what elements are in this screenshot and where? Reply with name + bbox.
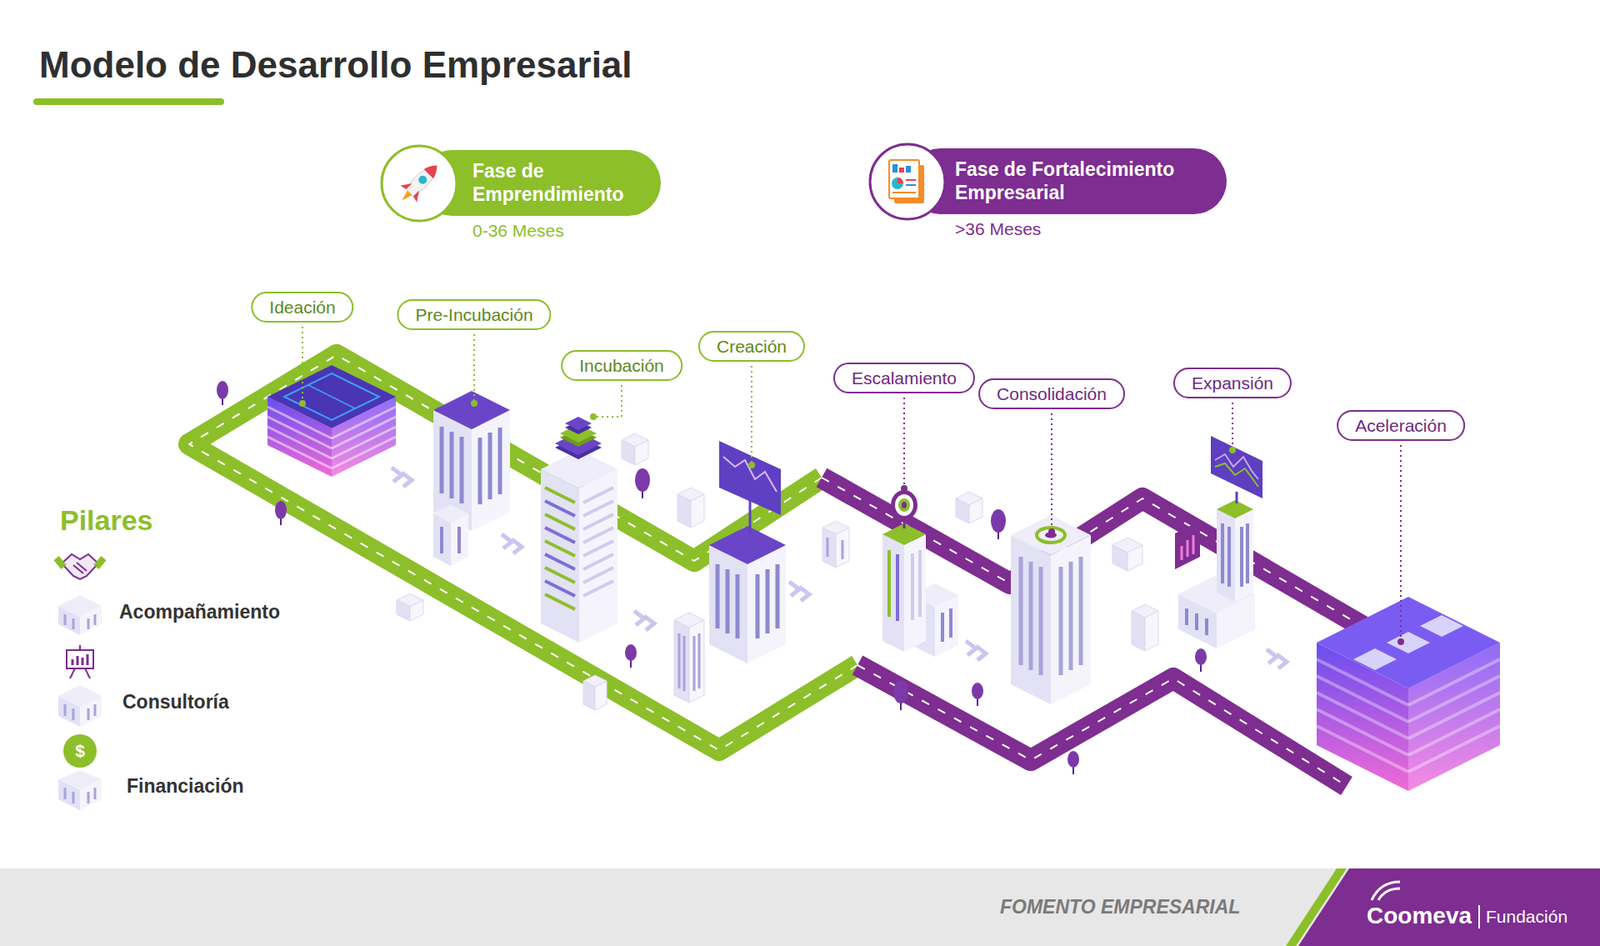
incubation-building	[540, 416, 618, 643]
leader-lines	[302, 326, 1401, 639]
stage-label: Incubación	[579, 355, 665, 376]
stage-pill: Ideación	[250, 291, 354, 323]
phase-title: Fase de Emprendimiento	[472, 160, 640, 206]
trees	[216, 380, 1207, 775]
phase-pill: Fase de Emprendimiento0-36 Meses	[419, 150, 661, 216]
pillar-name: Acompañamiento	[119, 600, 280, 625]
stage-label: Pre-Incubación	[415, 304, 533, 325]
expansion-building	[1175, 435, 1263, 649]
stage-pill: Aceleración	[1336, 410, 1465, 441]
currency-symbol: $	[75, 740, 85, 761]
ideation-building	[267, 365, 396, 477]
stage-label: Expansión	[1191, 372, 1274, 394]
pillar-icons	[53, 554, 106, 810]
acceleration-building	[1316, 596, 1500, 791]
phase-title: Fase de Fortalecimiento Empresarial	[955, 158, 1205, 205]
brand-suffix: Fundación	[1485, 905, 1568, 927]
pillars-heading: Pilares	[60, 503, 154, 538]
report-icon	[867, 141, 948, 222]
stage-pill: Incubación	[560, 350, 683, 381]
phase-duration: >36 Meses	[955, 218, 1041, 240]
phase-pill: Fase de Fortalecimiento Empresarial>36 M…	[907, 148, 1227, 215]
creation-building	[709, 440, 786, 664]
leader-dots	[299, 400, 1405, 645]
small-buildings	[396, 433, 1159, 710]
stage-label: Escalamiento	[851, 367, 957, 389]
pillar-name: Consultoría	[122, 690, 230, 715]
consolidation-building	[1010, 515, 1091, 705]
pillar-name: Financiación	[126, 775, 245, 799]
stage-pill: Escalamiento	[833, 362, 975, 394]
road	[189, 355, 1384, 786]
stage-label: Consolidación	[996, 383, 1107, 405]
stage-label: Creación	[716, 335, 787, 357]
diagram-title: Modelo de Desarrollo Empresarial	[39, 43, 633, 88]
rocket-icon	[379, 143, 460, 224]
scaling-building	[882, 490, 959, 657]
stage-pill: Consolidación	[978, 378, 1125, 410]
title-underline	[33, 98, 225, 105]
stage-label: Ideación	[269, 296, 335, 318]
building-windows	[679, 537, 843, 691]
phase-duration: 0-36 Meses	[472, 220, 565, 241]
flow-chevrons	[391, 467, 1287, 669]
stage-label: Aceleración	[1355, 415, 1447, 436]
stage-pill: Creación	[698, 330, 805, 362]
footer-band	[0, 868, 1600, 946]
stage-pill: Pre-Incubación	[396, 299, 551, 330]
stage-pill: Expansión	[1173, 367, 1292, 399]
brand-name: Coomeva	[1366, 901, 1472, 930]
preincubation-building	[433, 390, 510, 566]
footer-text: FOMENTO EMPRESARIAL	[1000, 895, 1240, 920]
